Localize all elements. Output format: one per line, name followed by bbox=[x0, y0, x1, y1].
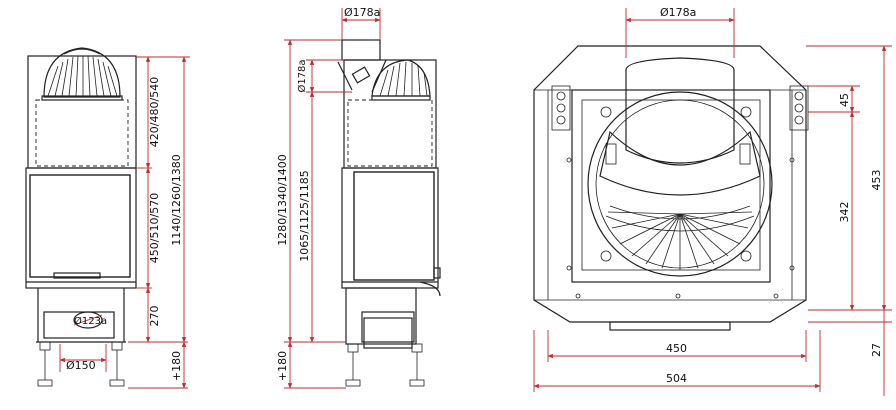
top-flue-collar bbox=[625, 57, 735, 164]
side-dim-inner: 1065/1125/1185 bbox=[298, 170, 311, 261]
side-base bbox=[345, 287, 417, 345]
top-outer-casing bbox=[533, 45, 807, 323]
side-dimensions bbox=[284, 8, 381, 389]
top-dim-453: 453 bbox=[870, 170, 883, 191]
front-dim-total: 1140/1260/1380 bbox=[170, 154, 183, 245]
top-fan-ring bbox=[587, 91, 773, 277]
top-dia-top: Ø178a bbox=[660, 6, 696, 19]
side-fan bbox=[371, 59, 431, 101]
top-front-strip bbox=[609, 321, 731, 331]
top-dim-27: 27 bbox=[870, 343, 883, 357]
front-view: 420/480/540 450/510/570 270 1140/1260/13… bbox=[25, 47, 190, 389]
front-fan-dome bbox=[41, 47, 123, 101]
top-dim-504: 504 bbox=[666, 372, 687, 385]
front-dia-bottom: Ø150 bbox=[66, 359, 96, 372]
top-dim-450: 450 bbox=[666, 342, 687, 355]
side-view: Ø178a Ø178a 1280/1340/1400 1065/1125/118… bbox=[276, 6, 441, 389]
top-dimensions bbox=[533, 8, 892, 396]
front-hood-inner bbox=[35, 99, 129, 167]
side-flue bbox=[341, 39, 381, 61]
front-door-handle bbox=[53, 272, 101, 279]
front-dim-top: 420/480/540 bbox=[148, 77, 161, 147]
top-view: Ø178a 45 453 342 27 450 504 bbox=[533, 6, 892, 396]
front-air-inlet bbox=[43, 311, 115, 339]
front-air-duct bbox=[73, 311, 103, 329]
front-dia-small: Ø123a bbox=[74, 315, 107, 327]
top-fan-blades bbox=[605, 205, 755, 270]
front-legs bbox=[37, 341, 125, 387]
side-dia-top: Ø178a bbox=[344, 6, 380, 19]
side-dim-legs: +180 bbox=[276, 351, 289, 381]
side-dim-outer: 1280/1340/1400 bbox=[276, 154, 289, 245]
top-mounting-holes bbox=[551, 85, 809, 299]
top-inner-box bbox=[571, 89, 771, 283]
front-firebox bbox=[25, 167, 137, 289]
side-glass bbox=[353, 171, 435, 281]
front-dim-legs: +180 bbox=[170, 351, 183, 381]
side-dia-side: Ø178a bbox=[296, 59, 308, 92]
front-dim-mid: 450/510/570 bbox=[148, 193, 161, 263]
front-dimensions bbox=[59, 56, 190, 389]
front-hood bbox=[27, 55, 137, 169]
side-hood bbox=[343, 59, 437, 169]
front-dim-base: 270 bbox=[148, 306, 161, 327]
side-legs bbox=[345, 343, 425, 387]
top-dim-342: 342 bbox=[838, 202, 851, 223]
front-glass bbox=[29, 174, 131, 278]
top-dim-45: 45 bbox=[838, 93, 851, 107]
